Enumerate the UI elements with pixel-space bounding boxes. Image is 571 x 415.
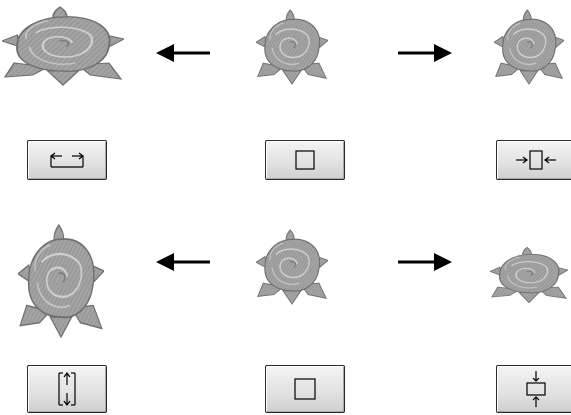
stretch-vertical-button[interactable] bbox=[27, 365, 107, 413]
stretch-vertical-icon bbox=[58, 372, 76, 406]
arrow-right-icon bbox=[398, 44, 452, 62]
compress-horizontal-button[interactable] bbox=[496, 140, 571, 180]
arrow-left-icon bbox=[156, 44, 210, 62]
short-rose-image bbox=[490, 246, 568, 304]
wide-rose-image bbox=[2, 5, 124, 87]
tall-rose-image bbox=[18, 223, 104, 339]
normal-rose-image bbox=[256, 229, 328, 305]
reset-size-button[interactable] bbox=[265, 140, 345, 180]
narrow-rose-image bbox=[494, 9, 564, 85]
arrow-left-icon bbox=[156, 253, 210, 271]
arrow-right-icon bbox=[398, 253, 452, 271]
compress-vertical-icon bbox=[526, 371, 546, 407]
reset-size-icon bbox=[294, 378, 316, 400]
reset-size-button[interactable] bbox=[265, 365, 345, 413]
normal-rose-image bbox=[256, 9, 328, 85]
stretch-horizontal-button[interactable] bbox=[27, 140, 107, 180]
reset-size-icon bbox=[295, 150, 315, 170]
compress-horizontal-icon bbox=[516, 150, 556, 170]
compress-vertical-button[interactable] bbox=[496, 365, 571, 413]
stretch-horizontal-icon bbox=[50, 152, 84, 168]
